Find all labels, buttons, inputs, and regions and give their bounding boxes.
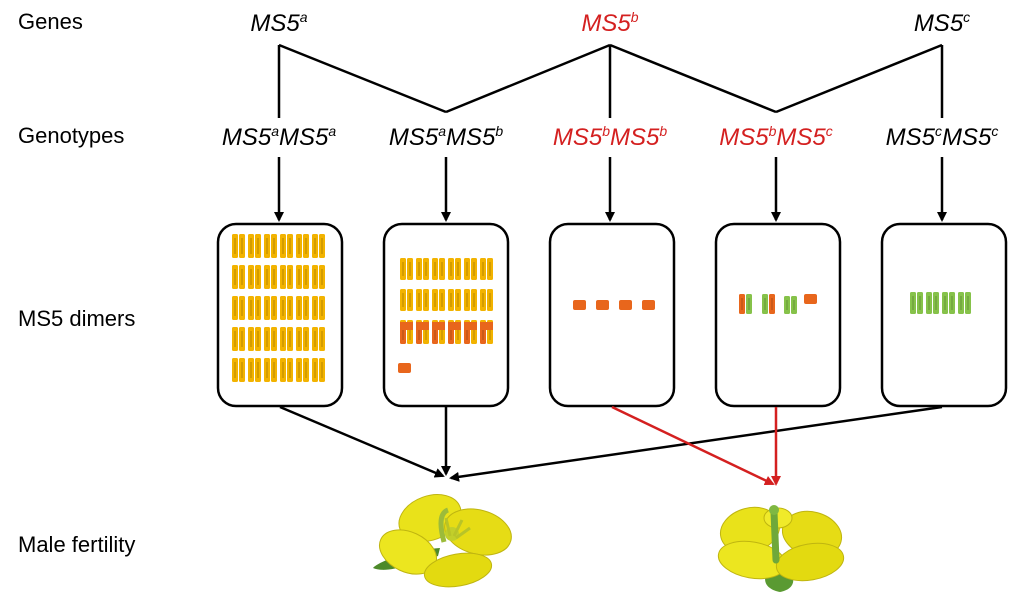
dimer-box-1 bbox=[382, 222, 510, 408]
dimer-yy bbox=[432, 258, 445, 280]
sterile-flower-image bbox=[717, 505, 845, 592]
dimer-orange-cap bbox=[416, 322, 429, 330]
dimer-yy bbox=[280, 234, 293, 258]
gene-ms5a: MS5a bbox=[250, 9, 307, 37]
row-label-genotypes: Genotypes bbox=[18, 123, 125, 148]
dimer-yy bbox=[448, 258, 461, 280]
dimer-yy bbox=[232, 296, 245, 320]
fertility-arrows bbox=[279, 405, 943, 486]
dimer-yy bbox=[312, 296, 325, 320]
arrow-box0-fertile bbox=[279, 405, 445, 478]
dimer-yy bbox=[400, 289, 413, 311]
dimer-yy bbox=[312, 358, 325, 382]
gene-lines bbox=[277, 43, 944, 118]
gene-ms5c: MS5c bbox=[914, 9, 970, 37]
dimer-yy bbox=[400, 258, 413, 280]
dimer-yy bbox=[312, 327, 325, 351]
row-label-ms5-dimers: MS5 dimers bbox=[18, 306, 136, 331]
dimer-yy bbox=[312, 265, 325, 289]
dimer-yy bbox=[296, 234, 309, 258]
genotype-4: MS5cMS5c bbox=[886, 123, 999, 151]
line-c-diag bbox=[775, 43, 943, 114]
dimer-yy bbox=[264, 296, 277, 320]
dimer-yy bbox=[480, 289, 493, 311]
genotype-1: MS5aMS5b bbox=[389, 123, 504, 151]
genotype-2: MS5bMS5b bbox=[553, 123, 668, 151]
dimer-yy bbox=[280, 327, 293, 351]
dimer-yy bbox=[248, 234, 261, 258]
line-a-diag bbox=[278, 43, 447, 114]
dimer-yy bbox=[248, 296, 261, 320]
dimer-oo bbox=[619, 300, 632, 310]
dimer-yy bbox=[448, 289, 461, 311]
dimer-og bbox=[739, 294, 752, 314]
dimer-orange-cap bbox=[448, 322, 461, 330]
dimer-box-3 bbox=[714, 222, 842, 408]
dimer-yy bbox=[296, 327, 309, 351]
dimer-boxes bbox=[216, 222, 1008, 408]
dimer-orange-cap bbox=[400, 322, 413, 330]
dimer-yy bbox=[264, 234, 277, 258]
dimer-yy bbox=[232, 327, 245, 351]
genotype-3: MS5bMS5c bbox=[719, 123, 833, 151]
dimer-yy bbox=[280, 296, 293, 320]
dimer-yy bbox=[280, 358, 293, 382]
dimer-yy bbox=[264, 265, 277, 289]
genotype-arrows bbox=[274, 157, 947, 222]
dimer-yy bbox=[232, 265, 245, 289]
genotype-labels: MS5aMS5a MS5aMS5b MS5bMS5b MS5bMS5c MS5c… bbox=[222, 123, 999, 151]
dimer-orange-cap bbox=[480, 322, 493, 330]
dimer-yy bbox=[432, 289, 445, 311]
arrow-box4-fertile bbox=[449, 405, 943, 482]
dimer-oo-single bbox=[804, 294, 817, 304]
row-label-male-fertility: Male fertility bbox=[18, 532, 136, 557]
fertile-flower-image bbox=[373, 494, 512, 588]
dimer-orange-cap bbox=[432, 322, 445, 330]
dimer-orange-cap bbox=[464, 322, 477, 330]
dimer-yy bbox=[264, 327, 277, 351]
dimer-oo bbox=[573, 300, 586, 310]
dimer-oo bbox=[642, 300, 655, 310]
dimer-gg-short bbox=[784, 296, 797, 314]
dimer-gg bbox=[926, 292, 939, 314]
dimer-yy bbox=[248, 265, 261, 289]
dimer-yy bbox=[296, 358, 309, 382]
dimer-yy bbox=[232, 358, 245, 382]
dimer-go bbox=[762, 294, 775, 314]
dimer-box-2 bbox=[548, 222, 676, 408]
gene-ms5b: MS5b bbox=[581, 9, 638, 37]
dimer-yy bbox=[248, 358, 261, 382]
dimer-yy bbox=[264, 358, 277, 382]
genotype-0: MS5aMS5a bbox=[222, 123, 337, 151]
gene-labels: MS5a MS5b MS5c bbox=[250, 9, 970, 37]
dimer-yy bbox=[480, 258, 493, 280]
dimer-gg bbox=[958, 292, 971, 314]
dimer-yy bbox=[248, 327, 261, 351]
dimer-gg bbox=[942, 292, 955, 314]
dimer-yy bbox=[464, 258, 477, 280]
dimer-yy bbox=[280, 265, 293, 289]
dimer-glyphs bbox=[232, 234, 971, 382]
line-b-left bbox=[445, 43, 611, 114]
dimer-yy bbox=[232, 234, 245, 258]
arrow-box2-sterile bbox=[611, 405, 775, 486]
dimer-yy bbox=[464, 289, 477, 311]
dimer-yy bbox=[416, 258, 429, 280]
dimer-gg bbox=[910, 292, 923, 314]
dimer-box-4 bbox=[880, 222, 1008, 408]
dimer-yy bbox=[312, 234, 325, 258]
row-label-genes: Genes bbox=[18, 9, 83, 34]
dimer-yy bbox=[296, 296, 309, 320]
line-b-right bbox=[609, 43, 777, 114]
dimer-yy bbox=[416, 289, 429, 311]
dimer-yy bbox=[296, 265, 309, 289]
dimer-oo bbox=[596, 300, 609, 310]
dimer-oo-small bbox=[398, 363, 411, 373]
